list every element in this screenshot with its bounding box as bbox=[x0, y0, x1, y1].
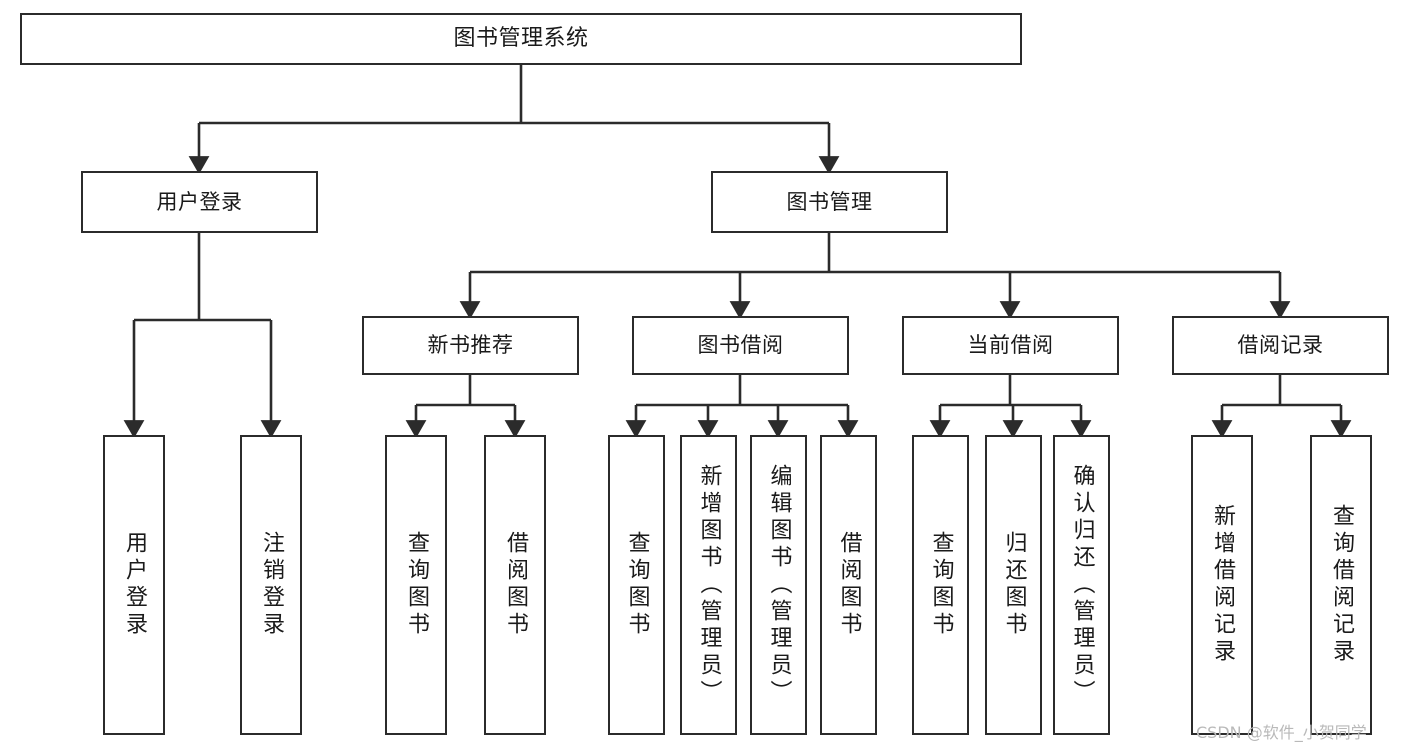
node-new-book-recommend-label: 新书推荐 bbox=[427, 333, 514, 358]
node-user-login[interactable]: 用户登录 bbox=[81, 171, 318, 233]
node-user-login-label: 用户登录 bbox=[156, 189, 243, 214]
leaf-return-book-label: 归还图书 bbox=[1001, 531, 1027, 639]
leaf-query-borrow-record[interactable]: 查询借阅记录 bbox=[1310, 435, 1372, 735]
node-borrow-record[interactable]: 借阅记录 bbox=[1172, 316, 1389, 375]
leaf-user-login-label: 用户登录 bbox=[122, 531, 147, 639]
csdn-watermark: CSDN @软件_小贺同学 bbox=[1196, 723, 1367, 742]
node-current-borrow[interactable]: 当前借阅 bbox=[902, 316, 1119, 375]
node-new-book-recommend[interactable]: 新书推荐 bbox=[362, 316, 579, 375]
leaf-borrow-book-borrow[interactable]: 借阅图书 bbox=[820, 435, 877, 735]
leaf-confirm-return-admin-label: 确认归还（管理员） bbox=[1069, 463, 1095, 707]
leaf-user-login[interactable]: 用户登录 bbox=[103, 435, 165, 735]
leaf-return-book[interactable]: 归还图书 bbox=[985, 435, 1042, 735]
leaf-edit-book-admin-label: 编辑图书（管理员） bbox=[766, 463, 792, 707]
leaf-borrow-book-rec-label: 借阅图书 bbox=[503, 531, 528, 639]
node-book-borrow-label: 图书借阅 bbox=[697, 333, 784, 358]
leaf-query-book-borrow[interactable]: 查询图书 bbox=[608, 435, 665, 735]
leaf-query-borrow-record-label: 查询借阅记录 bbox=[1329, 504, 1354, 666]
leaf-add-borrow-record-label: 新增借阅记录 bbox=[1210, 504, 1235, 666]
node-book-manage-label: 图书管理 bbox=[786, 189, 873, 214]
leaf-query-book-current-label: 查询图书 bbox=[928, 531, 954, 639]
leaf-borrow-book-rec[interactable]: 借阅图书 bbox=[484, 435, 546, 735]
leaf-add-book-admin-label: 新增图书（管理员） bbox=[696, 463, 722, 707]
node-root[interactable]: 图书管理系统 bbox=[20, 13, 1022, 65]
leaf-add-book-admin[interactable]: 新增图书（管理员） bbox=[680, 435, 737, 735]
node-current-borrow-label: 当前借阅 bbox=[967, 333, 1054, 358]
leaf-query-book-rec[interactable]: 查询图书 bbox=[385, 435, 447, 735]
leaf-query-book-borrow-label: 查询图书 bbox=[624, 531, 650, 639]
leaf-query-book-rec-label: 查询图书 bbox=[404, 531, 429, 639]
leaf-logout-label: 注销登录 bbox=[259, 531, 284, 639]
node-root-label: 图书管理系统 bbox=[453, 26, 589, 52]
leaf-borrow-book-borrow-label: 借阅图书 bbox=[836, 531, 862, 639]
node-book-borrow[interactable]: 图书借阅 bbox=[632, 316, 849, 375]
leaf-logout[interactable]: 注销登录 bbox=[240, 435, 302, 735]
leaf-confirm-return-admin[interactable]: 确认归还（管理员） bbox=[1053, 435, 1110, 735]
leaf-edit-book-admin[interactable]: 编辑图书（管理员） bbox=[750, 435, 807, 735]
node-book-manage[interactable]: 图书管理 bbox=[711, 171, 948, 233]
node-borrow-record-label: 借阅记录 bbox=[1237, 333, 1324, 358]
leaf-add-borrow-record[interactable]: 新增借阅记录 bbox=[1191, 435, 1253, 735]
leaf-query-book-current[interactable]: 查询图书 bbox=[912, 435, 969, 735]
